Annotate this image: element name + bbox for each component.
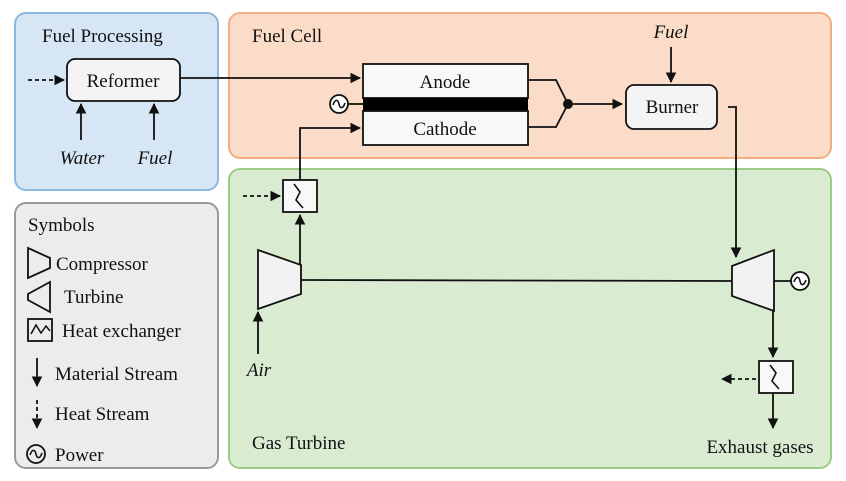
legend-power: Power [55,445,104,466]
gas-turbine-title: Gas Turbine [252,433,345,454]
burner-to-turbine-stream [728,106,742,259]
water-label: Water [60,148,105,169]
legend-heat-exchanger: Heat exchanger [62,321,181,342]
symbols-legend [14,202,219,469]
compressor-symbol-icon [27,246,51,280]
legend-turbine: Turbine [64,287,123,308]
electrolyte [363,98,528,111]
mixer-junction [563,99,573,109]
gas-turbine-region [228,168,832,469]
reformer-box [66,58,181,102]
fuel-processing-title: Fuel Processing [42,26,163,47]
anode-outlet [528,79,569,105]
anode-label: Anode [420,72,471,93]
turbine-power-icon [790,271,810,291]
fuel-cell-region [228,12,832,159]
cathode-label: Cathode [413,119,476,140]
power-symbol-icon [26,444,46,464]
reformer-label: Reformer [87,71,160,92]
fuel-cell-power-icon [329,94,349,114]
burner-label: Burner [646,97,699,118]
air-preheater [282,179,318,213]
exhaust-heat-exchanger [758,360,794,394]
anode-box [362,63,529,99]
exhaust-label: Exhaust gases [706,437,813,458]
burner-box [625,84,718,130]
turbine-shaft [300,279,733,282]
fuel-cell-title: Fuel Cell [252,26,322,47]
legend-material-stream: Material Stream [55,364,178,385]
cathode-box [362,110,529,146]
heat-exchanger-symbol-icon [27,318,53,342]
fuel-label-reformer: Fuel [137,148,173,169]
air-label: Air [245,360,272,381]
legend-compressor: Compressor [56,254,149,275]
fuel-label-burner: Fuel [653,22,689,43]
legend-heat-stream: Heat Stream [55,404,150,425]
air-to-cathode-stream [299,122,362,180]
legend-title: Symbols [28,215,95,236]
compressor [257,248,302,311]
turbine-symbol-icon [27,280,51,314]
cathode-outlet [528,103,569,128]
turbine [731,248,775,313]
